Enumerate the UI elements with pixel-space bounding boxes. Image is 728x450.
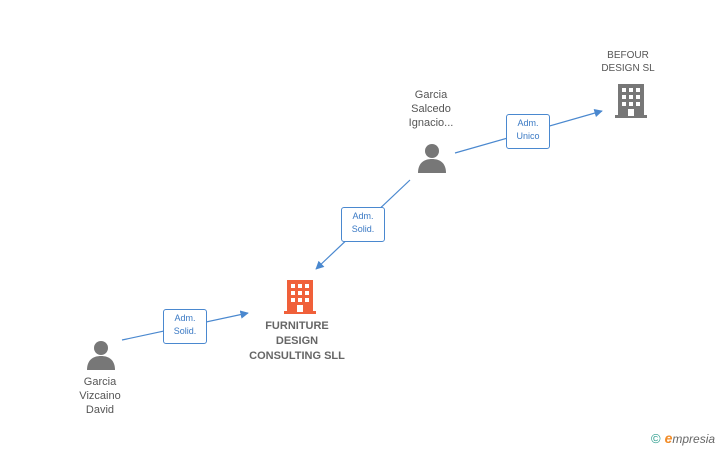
copyright-symbol: © xyxy=(651,431,661,446)
person-salcedo-label-line-1: Garcia xyxy=(414,89,448,101)
company-furniture-label[interactable]: FURNITURE DESIGN CONSULTING SLL xyxy=(249,319,345,364)
company-befour-label-line-1: BEFOUR xyxy=(607,50,649,61)
company-befour-label-line-2: DESIGN SL xyxy=(601,63,655,74)
edge-badge-adm-solid-vizcaino[interactable]: Adm. Solid. xyxy=(163,309,207,344)
person-salcedo-label-line-3: Ignacio... xyxy=(408,117,454,129)
person-salcedo-label-line-2: Salcedo xyxy=(411,103,451,115)
edge-badge-line-2: Unico xyxy=(516,131,540,141)
edge-badge-line-1: Adm. xyxy=(517,118,539,128)
company-furniture-label-line-2: DESIGN xyxy=(275,335,319,347)
edge-badge-line-2: Solid. xyxy=(351,224,375,234)
edge-badge-adm-unico[interactable]: Adm. Unico xyxy=(506,114,550,149)
person-icon[interactable] xyxy=(417,143,447,173)
building-icon[interactable] xyxy=(284,280,316,314)
edge-badge-adm-solid-salcedo[interactable]: Adm. Solid. xyxy=(341,207,385,242)
empresia-watermark: ©empresia xyxy=(651,430,715,446)
edge-badge-line-1: Adm. xyxy=(352,211,374,221)
person-vizcaino-label-line-1: Garcia xyxy=(83,376,117,388)
edge-badge-line-2: Solid. xyxy=(173,326,197,336)
edge-badge-line-1: Adm. xyxy=(174,313,196,323)
brand-initial: e xyxy=(664,430,673,446)
brand-name: mpresia xyxy=(672,432,716,446)
person-salcedo-label[interactable]: Garcia Salcedo Ignacio... xyxy=(409,88,454,130)
person-vizcaino-label-line-3: David xyxy=(85,404,115,416)
company-befour-label[interactable]: BEFOUR DESIGN SL xyxy=(601,49,654,75)
person-vizcaino-label-line-2: Vizcaino xyxy=(79,390,121,402)
person-icon[interactable] xyxy=(86,340,116,370)
company-furniture-label-line-3: CONSULTING SLL xyxy=(249,350,345,362)
person-vizcaino-label[interactable]: Garcia Vizcaino David xyxy=(79,375,120,417)
company-furniture-label-line-1: FURNITURE xyxy=(265,320,329,332)
building-icon[interactable] xyxy=(615,84,647,118)
